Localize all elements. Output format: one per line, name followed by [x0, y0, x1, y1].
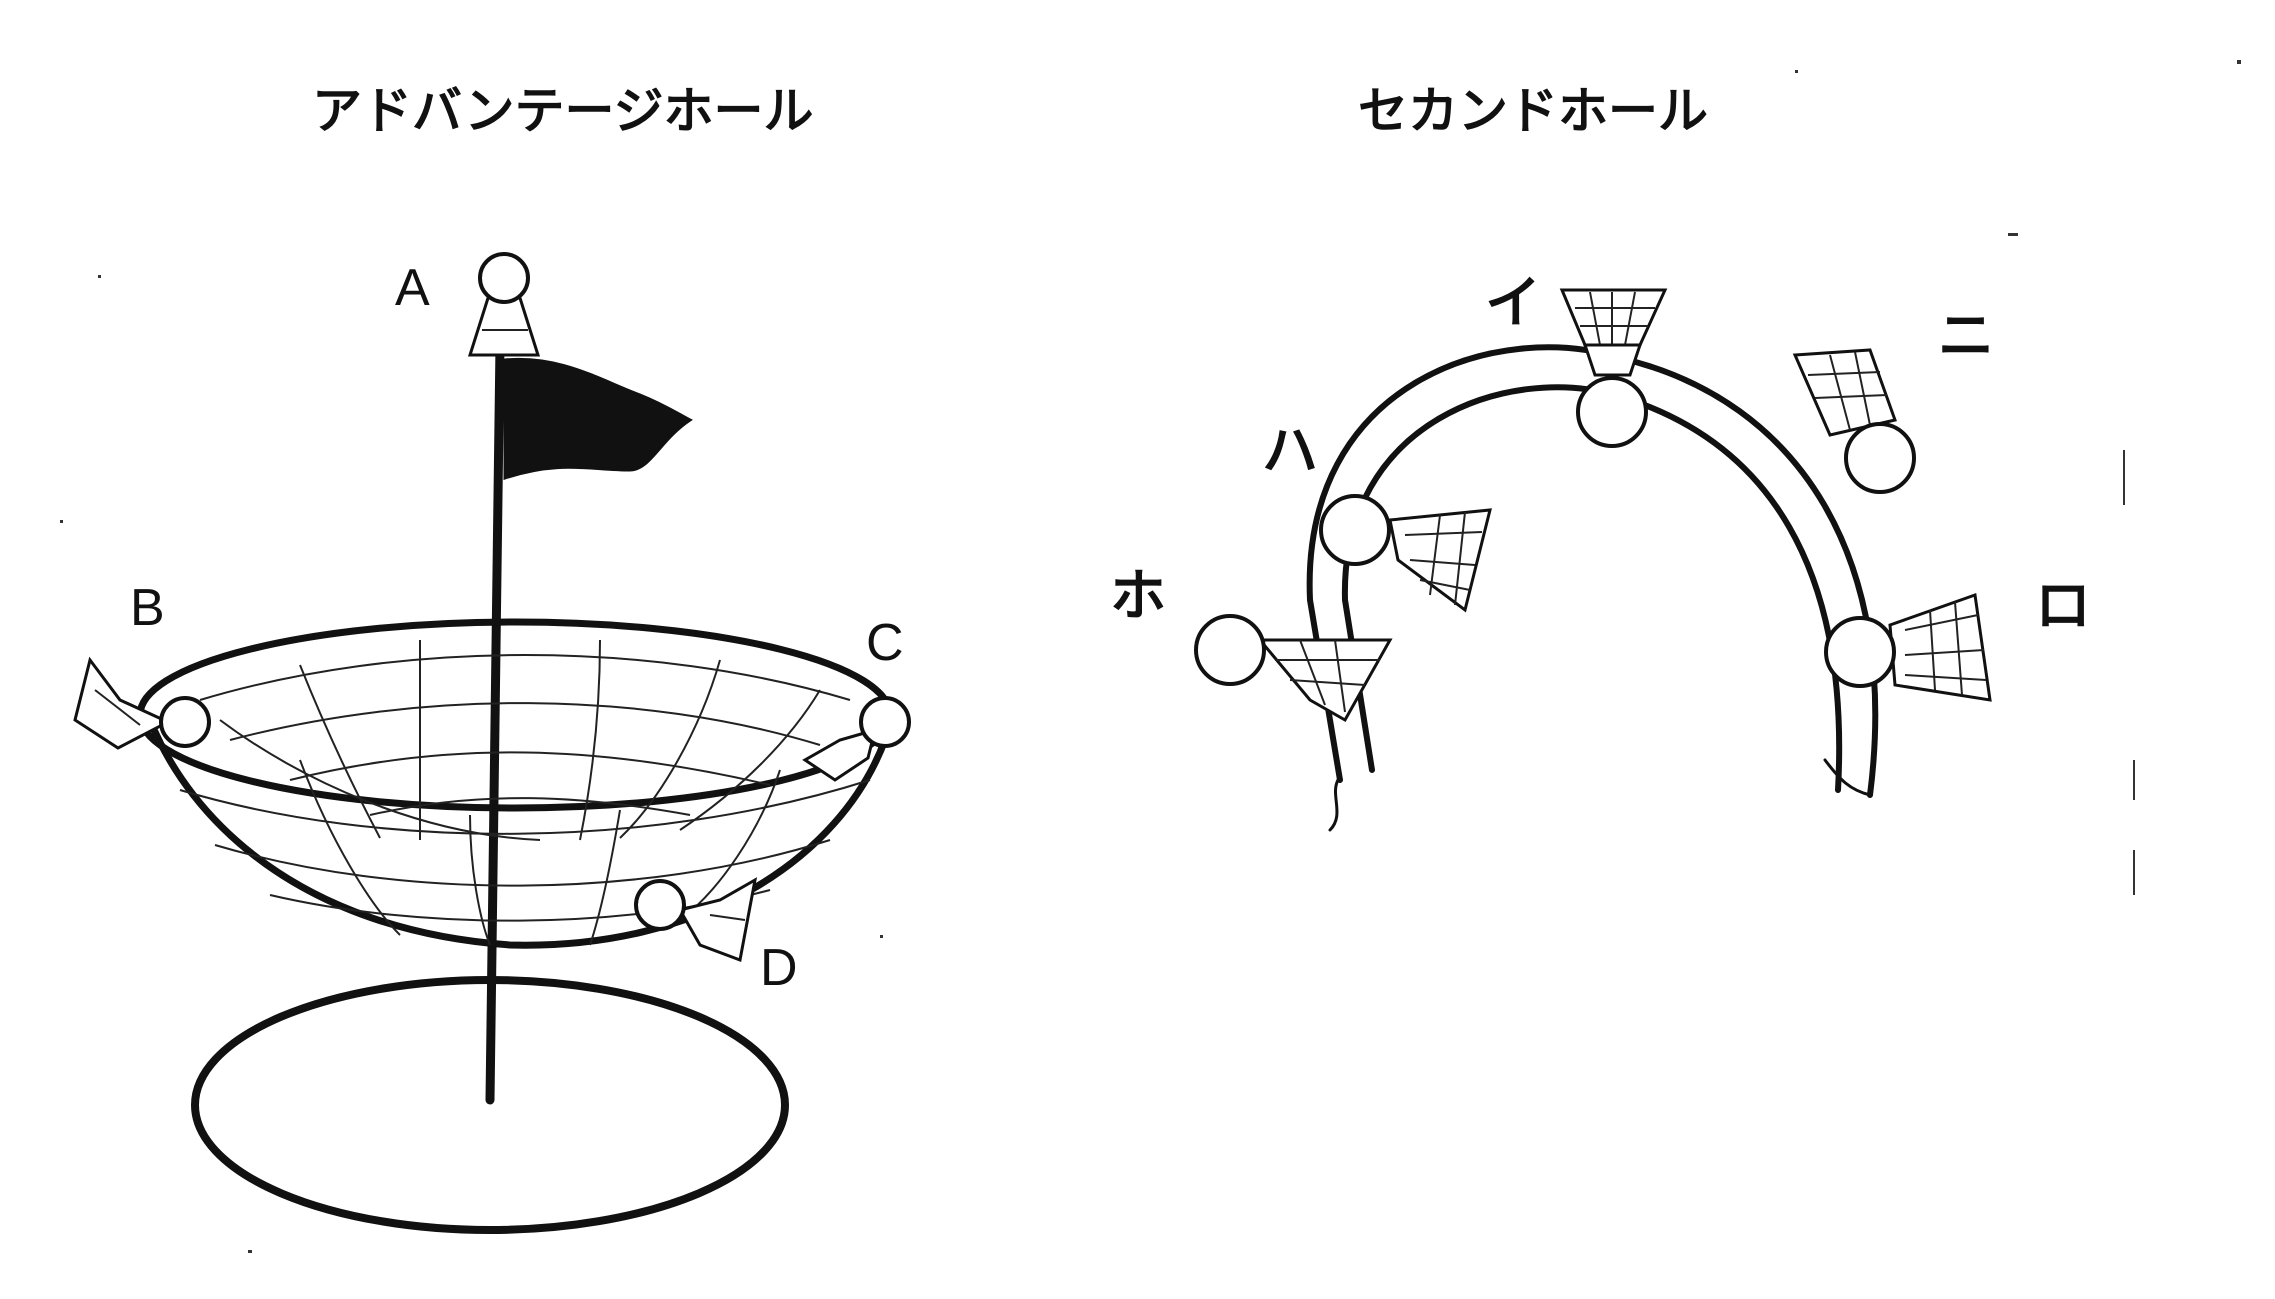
- arch-inner: [1341, 384, 1843, 793]
- flag: [503, 357, 693, 481]
- shuttle-b: [73, 656, 211, 750]
- advantage-hole-title: アドバンテージホール: [312, 82, 814, 140]
- label-b: B: [130, 579, 165, 637]
- shuttle-ro-cork: [1824, 616, 1896, 688]
- bowl-shell: [146, 716, 889, 949]
- shuttle-ni: [1792, 348, 1916, 494]
- shuttle-ro: [1824, 592, 1992, 702]
- second-hole-figure: セカンドホール: [1110, 82, 2091, 832]
- shuttle-d-feathers: [677, 877, 758, 963]
- shuttle-b-cork: [159, 696, 211, 748]
- shuttle-ho: [1194, 614, 1393, 723]
- shuttle-c-cork: [859, 696, 911, 748]
- shuttle-a-feathers: [467, 296, 541, 357]
- label-i: イ: [1485, 271, 1541, 336]
- shuttle-ho-cork: [1194, 614, 1266, 686]
- shuttle-ro-feathers: [1888, 592, 1992, 702]
- shuttle-ha: [1319, 494, 1492, 613]
- label-ni: ニ: [1938, 304, 1994, 369]
- label-c: C: [866, 614, 904, 672]
- shuttle-i: [1559, 288, 1668, 448]
- shuttle-d-cork: [634, 879, 686, 931]
- shuttle-a: [467, 252, 541, 357]
- shuttle-d: [634, 877, 758, 963]
- shuttle-ha-feathers: [1388, 508, 1492, 613]
- label-ro: ロ: [2035, 574, 2091, 639]
- shuttle-a-cork: [478, 252, 530, 304]
- bowl-inner-mesh: [199, 639, 851, 841]
- second-hole-title: セカンドホール: [1358, 82, 1708, 140]
- label-d: D: [760, 939, 798, 997]
- shuttle-ho-feathers: [1256, 638, 1393, 723]
- label-ho: ホ: [1110, 564, 1166, 629]
- shuttle-i-feathers: [1559, 288, 1668, 347]
- shuttle-ni-feathers: [1792, 348, 1897, 437]
- scan-artifacts: [60, 60, 2241, 1253]
- label-ha: ハ: [1262, 419, 1318, 484]
- shuttle-ni-cork: [1844, 422, 1916, 494]
- shuttle-ha-cork: [1319, 494, 1391, 566]
- advantage-hole-figure: アドバンテージホール: [73, 82, 911, 1234]
- flag-pole: [485, 340, 505, 1105]
- shuttle-b-feathers: [73, 656, 172, 750]
- shuttle-i-cork: [1576, 376, 1648, 448]
- shuttle-c: [802, 696, 911, 782]
- shuttle-c-feathers: [802, 727, 878, 782]
- label-a: A: [395, 259, 430, 317]
